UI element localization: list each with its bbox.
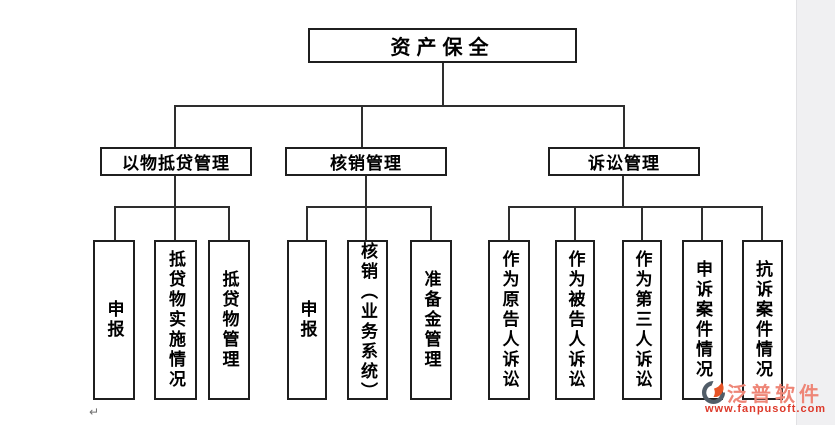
leaf-reserve-fund-management[interactable]: 准备金管理	[410, 240, 452, 400]
connector-line	[508, 206, 510, 240]
connector-line	[623, 105, 625, 147]
leaf-appeal-case-status[interactable]: 申诉案件情况	[682, 240, 723, 400]
connector-line	[442, 63, 444, 107]
paragraph-mark: ↵	[89, 405, 100, 419]
connector-line	[508, 206, 763, 208]
connector-line	[174, 105, 625, 107]
connector-line	[114, 206, 230, 208]
connector-line	[701, 206, 703, 240]
leaf-collateral-implementation-status[interactable]: 抵贷物实施情况	[154, 240, 197, 400]
leaf-litigation-as-third-party[interactable]: 作为第三人诉讼	[622, 240, 662, 400]
connector-line	[174, 105, 176, 147]
connector-line	[361, 105, 363, 147]
connector-line	[114, 206, 116, 240]
node-collateral-for-loan-management[interactable]: 以物抵贷管理	[100, 147, 252, 176]
page-margin-strip	[796, 0, 835, 425]
watermark-brand: 泛普软件	[727, 384, 823, 406]
leaf-writeoff-business-system[interactable]: 核销（业务系统）	[347, 240, 388, 402]
node-asset-preservation[interactable]: 资产保全	[308, 28, 577, 63]
leaf-protest-case-status[interactable]: 抗诉案件情况	[742, 240, 783, 400]
leaf-litigation-as-defendant[interactable]: 作为被告人诉讼	[555, 240, 595, 400]
node-litigation-management[interactable]: 诉讼管理	[548, 147, 700, 176]
connector-line	[622, 176, 624, 208]
watermark-url: www.fanpusoft.com	[705, 403, 827, 415]
connector-line	[574, 206, 576, 240]
leaf-collateral-management[interactable]: 抵贷物管理	[208, 240, 250, 400]
connector-line	[761, 206, 763, 240]
leaf-declaration-2[interactable]: 申报	[287, 240, 327, 400]
connector-line	[306, 206, 308, 240]
connector-line	[430, 206, 432, 240]
node-writeoff-management[interactable]: 核销管理	[285, 147, 447, 176]
connector-line	[306, 206, 432, 208]
connector-line	[641, 206, 643, 240]
connector-line	[228, 206, 230, 240]
fanpu-logo-icon	[701, 380, 726, 405]
leaf-litigation-as-plaintiff[interactable]: 作为原告人诉讼	[488, 240, 530, 400]
connector-line	[174, 176, 176, 240]
leaf-declaration[interactable]: 申报	[93, 240, 135, 400]
